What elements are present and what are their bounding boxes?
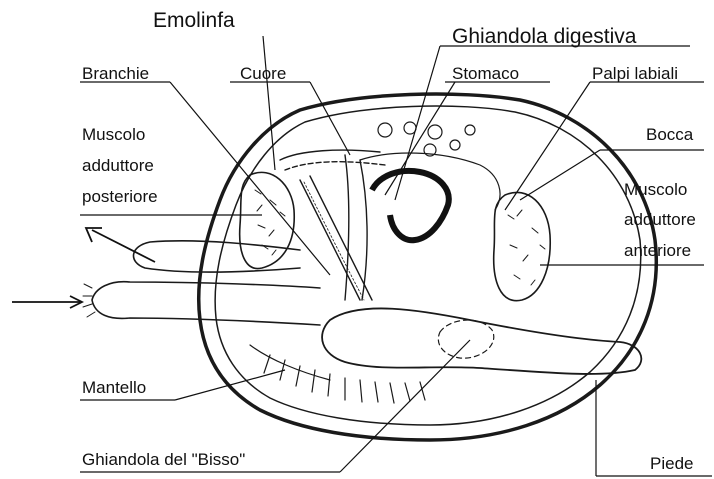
label-muscolo-posteriore-3: posteriore [82,187,158,206]
label-muscolo-anteriore-2: adduttore [624,210,696,229]
exhalant-siphon-drawing [134,241,300,272]
label-branchie: Branchie [82,64,149,83]
label-bocca: Bocca [646,125,694,144]
label-piede: Piede [650,454,693,473]
inhalant-siphon-drawing [92,282,320,325]
label-mantello: Mantello [82,378,146,397]
byssus-gland-drawing [438,320,493,358]
label-palpi-labiali: Palpi labiali [592,64,678,83]
label-muscolo-anteriore-1: Muscolo [624,180,687,199]
label-cuore: Cuore [240,64,286,83]
gills-drawing [300,176,372,300]
label-muscolo-anteriore-3: anteriore [624,241,691,260]
label-muscolo-posteriore-2: adduttore [82,156,154,175]
label-ghiandola-digestiva: Ghiandola digestiva [452,25,637,48]
mantle-folds-drawing [250,345,425,403]
posterior-adductor-drawing [240,172,295,268]
label-muscolo-posteriore-1: Muscolo [82,125,145,144]
label-emolinfa: Emolinfa [153,9,235,32]
label-stomaco: Stomaco [452,64,519,83]
stomach-drawing [372,171,449,240]
foot-drawing [322,308,641,373]
leader-lines [80,36,712,476]
label-ghiandola-bisso: Ghiandola del "Bisso" [82,450,245,469]
